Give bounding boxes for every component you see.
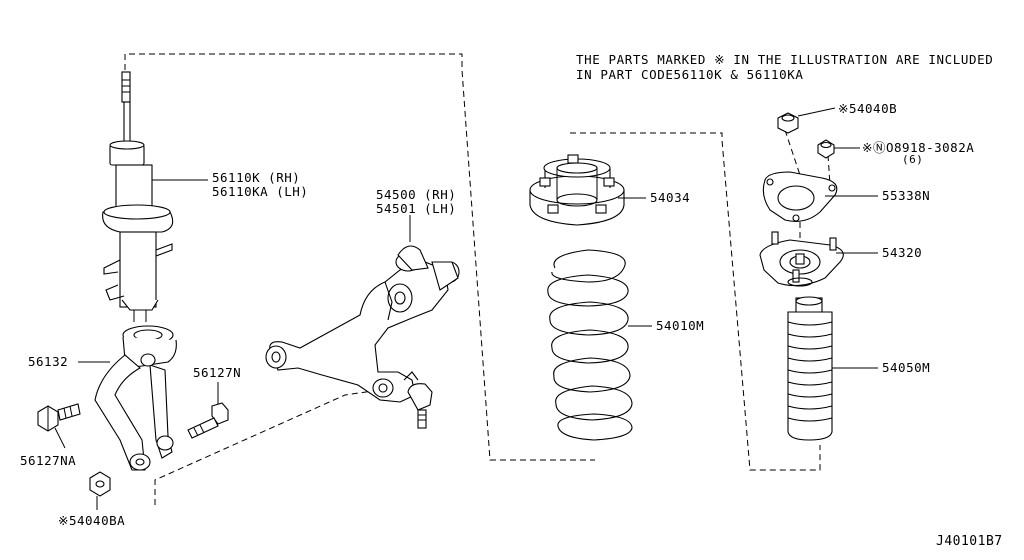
bolt-56127n bbox=[187, 402, 229, 439]
label-fork: 56132 bbox=[28, 354, 69, 369]
note-line-1: THE PARTS MARKED ※ IN THE ILLUSTRATION A… bbox=[576, 52, 994, 67]
label-coil-spring: 54010M bbox=[656, 318, 705, 333]
label-mounting-plate: 55338N bbox=[882, 188, 931, 203]
label-bolt-56127na: 56127NA bbox=[20, 453, 77, 468]
assembly-dashline-seat-boot bbox=[570, 132, 821, 471]
label-bolt-top: ※ⓃO8918-3082A bbox=[862, 140, 975, 155]
label-bolt-56127n: 56127N bbox=[193, 365, 242, 380]
strut-fork bbox=[94, 325, 177, 471]
label-nut-top: ※54040B bbox=[838, 101, 898, 116]
mounting-plate-55338n bbox=[762, 171, 838, 222]
strut-assembly bbox=[102, 71, 174, 322]
assembly-dashline-nut bbox=[784, 129, 801, 176]
coil-spring-54010m bbox=[547, 249, 633, 441]
label-arm-lh: 54501 (LH) bbox=[376, 201, 457, 216]
upper-spring-seat-54034 bbox=[529, 154, 625, 226]
label-arm-rh: 54500 (RH) bbox=[376, 187, 457, 202]
assembly-dashline-strut-spring bbox=[124, 53, 595, 461]
bolt-56127na bbox=[37, 403, 81, 432]
label-strut-rh: 56110K (RH) bbox=[212, 170, 301, 185]
label-spring-seat: 54034 bbox=[650, 190, 691, 205]
label-nut-54040ba: ※54040BA bbox=[58, 513, 126, 528]
leader-lines bbox=[54, 107, 878, 510]
nut-08918-3082a bbox=[817, 139, 835, 159]
note-line-2: IN PART CODE56110K & 56110KA bbox=[576, 67, 804, 82]
dust-boot-54050m bbox=[787, 296, 833, 441]
nut-54040b bbox=[777, 112, 799, 134]
label-bolt-qty: (6) bbox=[902, 153, 924, 166]
nut-54040ba bbox=[89, 471, 111, 497]
label-strut-lh: 56110KA (LH) bbox=[212, 184, 309, 199]
label-strut-mount: 54320 bbox=[882, 245, 923, 260]
strut-mount-54320 bbox=[759, 231, 844, 287]
lower-control-arm bbox=[265, 245, 460, 429]
label-dust-boot: 54050M bbox=[882, 360, 931, 375]
diagram-code: J40101B7 bbox=[936, 534, 1003, 549]
assembly-dashline-arm bbox=[154, 389, 381, 505]
